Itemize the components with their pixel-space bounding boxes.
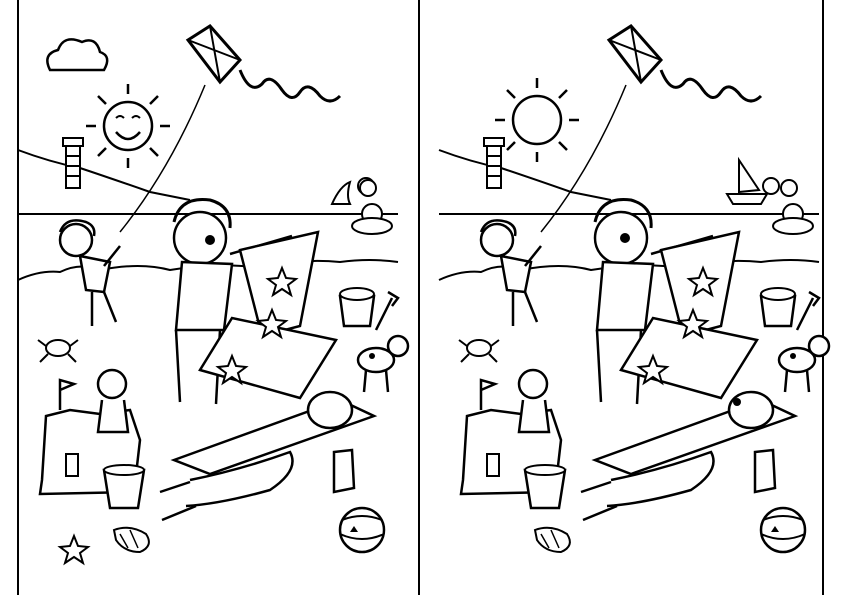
sand-bucket-with-spade[interactable]: [338, 286, 400, 332]
lighthouse-icon[interactable]: [62, 137, 84, 189]
bucket-icon[interactable]: [523, 463, 567, 510]
lighthouse-icon[interactable]: [483, 137, 505, 189]
center-divider: [418, 0, 420, 595]
bucket-icon[interactable]: [102, 463, 146, 510]
dog-icon[interactable]: [777, 334, 831, 394]
large-beach-ball-icon[interactable]: [338, 506, 386, 554]
sand-bucket-with-spade[interactable]: [759, 286, 821, 332]
plain-sun-icon[interactable]: [495, 78, 579, 162]
right-border: [822, 0, 824, 595]
small-beach-ball-icon[interactable]: [762, 177, 780, 195]
man-eye-marker[interactable]: [620, 233, 630, 243]
woman-sunbathing[interactable]: [158, 390, 376, 522]
woman-sunbathing[interactable]: [579, 390, 797, 522]
sailboat-icon[interactable]: [725, 156, 769, 205]
left-picture-panel[interactable]: [0, 0, 420, 595]
starfish-icon[interactable]: [57, 533, 91, 566]
man-with-deck-chair[interactable]: [172, 197, 338, 406]
shark-fin-icon[interactable]: [330, 180, 352, 205]
man-eye-marker[interactable]: [205, 235, 215, 245]
boy-with-kite[interactable]: [58, 219, 122, 328]
left-scene[interactable]: [0, 0, 420, 595]
boy-with-kite[interactable]: [479, 219, 543, 328]
right-picture-panel[interactable]: [421, 0, 841, 595]
shrimp-icon[interactable]: [113, 526, 150, 553]
cloud-icon[interactable]: [46, 38, 109, 72]
woman-eye-marker[interactable]: [733, 398, 741, 406]
smiling-sun-icon[interactable]: [86, 84, 170, 168]
large-beach-ball-icon[interactable]: [759, 506, 807, 554]
kite-icon[interactable]: [539, 24, 763, 234]
left-border: [17, 0, 19, 595]
dog-icon[interactable]: [356, 334, 410, 394]
crab-icon[interactable]: [37, 339, 79, 363]
crab-icon[interactable]: [458, 339, 500, 363]
man-with-deck-chair[interactable]: [593, 197, 759, 406]
shrimp-icon[interactable]: [534, 526, 571, 553]
right-scene[interactable]: [421, 0, 841, 595]
